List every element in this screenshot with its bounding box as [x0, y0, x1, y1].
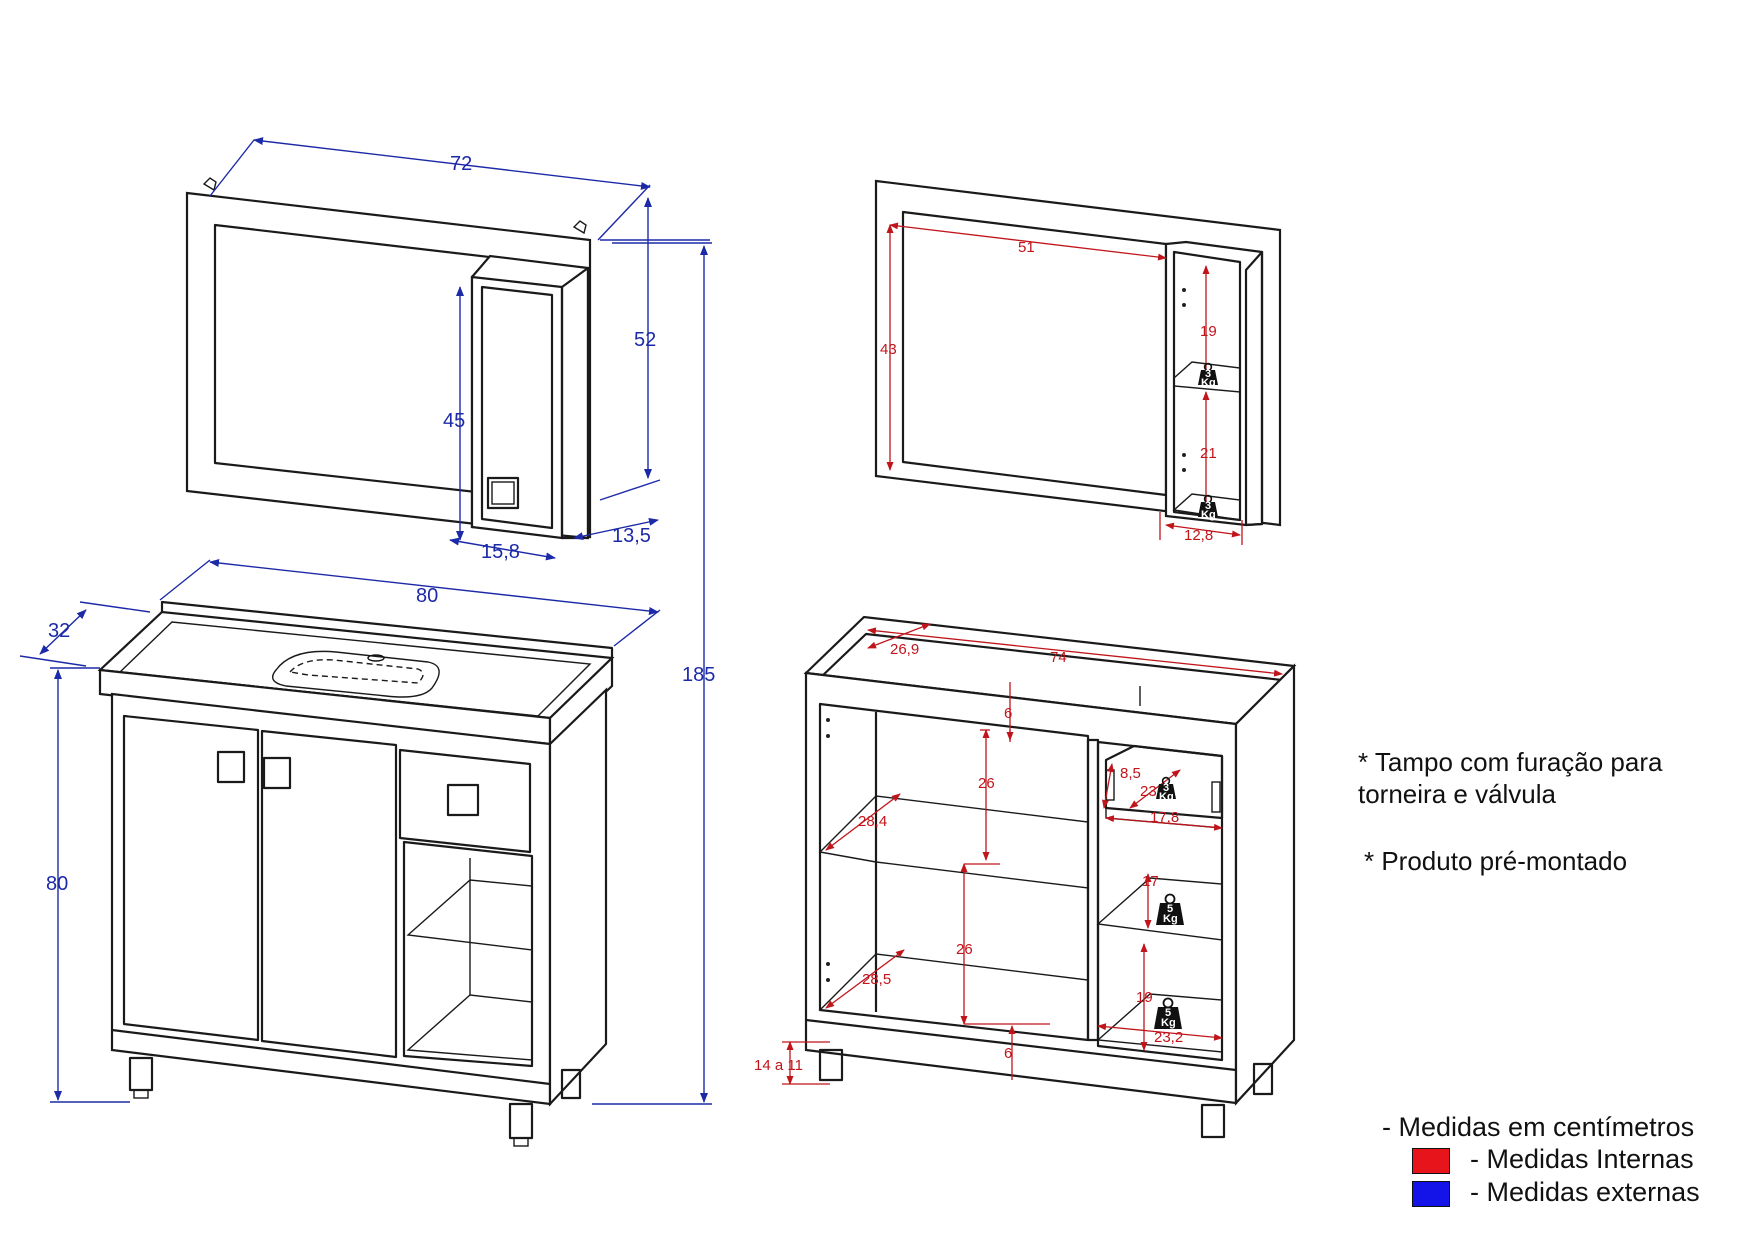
- vanity-external-dimensions: [19, 242, 712, 1105]
- svg-text:3: 3: [1163, 782, 1169, 794]
- vanity-external: [97, 600, 615, 1147]
- svg-text:3: 3: [1205, 368, 1211, 380]
- shelf-upper-label: 19: [1200, 323, 1217, 340]
- cabinet-inner-width-label: 12,8: [1184, 527, 1213, 544]
- weight-icon: 3 Kg: [1155, 776, 1177, 803]
- right-middle-label: 17: [1142, 873, 1159, 890]
- upper-compartment-label: 26: [978, 775, 995, 792]
- svg-text:Kg: Kg: [1201, 377, 1216, 389]
- weight-icon: 3 Kg: [1197, 494, 1219, 521]
- leg-height-label: 14 a 11: [754, 1057, 803, 1074]
- weight-icon: 5 Kg: [1154, 997, 1182, 1029]
- mirror-external-dimensions: [209, 137, 710, 561]
- legend-units: - Medidas em centímetros: [1382, 1112, 1695, 1142]
- base-depth-label: 32: [48, 620, 70, 642]
- total-height-label: 185: [682, 664, 715, 686]
- legend-external-swatch: [1412, 1181, 1450, 1207]
- cabinet-depth-label: 13,5: [612, 525, 651, 547]
- legend-external-label: - Medidas externas: [1470, 1177, 1700, 1207]
- right-shelf-depth-label: 23,2: [1154, 1029, 1183, 1046]
- mirror-inner-height-label: 43: [880, 341, 897, 358]
- weight-icon: 5 Kg: [1156, 893, 1184, 925]
- mirror-height-label: 52: [634, 329, 656, 351]
- legend-internal-label: - Medidas Internas: [1470, 1144, 1694, 1174]
- svg-text:Kg: Kg: [1163, 913, 1178, 925]
- mirror-width-label: 72: [450, 153, 472, 175]
- mirror-cabinet-external: [185, 177, 592, 540]
- base-inner-width-label: 74: [1050, 649, 1067, 666]
- lower-shelf-depth-label: 28,5: [862, 971, 891, 988]
- mirror-inner-width-label: 51: [1018, 239, 1035, 256]
- bottom-gap-label: 6: [1004, 1045, 1012, 1062]
- vanity-internal: [803, 615, 1297, 1139]
- cabinet-width-label: 15,8: [481, 541, 520, 563]
- weight-icon: 3 Kg: [1197, 362, 1219, 389]
- cabinet-height-label: 45: [443, 410, 465, 432]
- base-left-width-label: 26,9: [890, 641, 919, 658]
- legend-internal-swatch: [1412, 1148, 1450, 1174]
- base-width-label: 80: [416, 585, 438, 607]
- drawer-depth-label: 23: [1140, 783, 1157, 800]
- note-line-1: * Tampo com furação para: [1358, 747, 1663, 777]
- mirror-cabinet-internal: [874, 179, 1282, 527]
- top-gap-label: 6: [1004, 705, 1012, 722]
- lower-compartment-label: 26: [956, 941, 973, 958]
- svg-text:Kg: Kg: [1201, 509, 1216, 521]
- mirror-internal-dimensions: [886, 222, 1243, 545]
- note-preassembled: * Produto pré-montado: [1364, 846, 1628, 876]
- shelf-lower-label: 21: [1200, 445, 1217, 462]
- vanity-internal-dimensions: [782, 623, 1283, 1085]
- svg-text:5: 5: [1165, 1007, 1171, 1019]
- svg-text:3: 3: [1205, 500, 1211, 512]
- svg-text:5: 5: [1167, 903, 1173, 915]
- note-line-2: torneira e válvula: [1358, 779, 1556, 809]
- svg-text:Kg: Kg: [1159, 791, 1174, 803]
- base-height-label: 80: [46, 873, 68, 895]
- svg-text:Kg: Kg: [1161, 1017, 1176, 1029]
- upper-shelf-depth-label: 28,4: [858, 813, 887, 830]
- drawer-height-label: 8,5: [1120, 765, 1141, 782]
- drawer-width-label: 17,8: [1150, 809, 1179, 826]
- right-bottom-label: 19: [1136, 989, 1153, 1006]
- note-countertop: * Tampo com furação para torneira e válv…: [1358, 746, 1662, 810]
